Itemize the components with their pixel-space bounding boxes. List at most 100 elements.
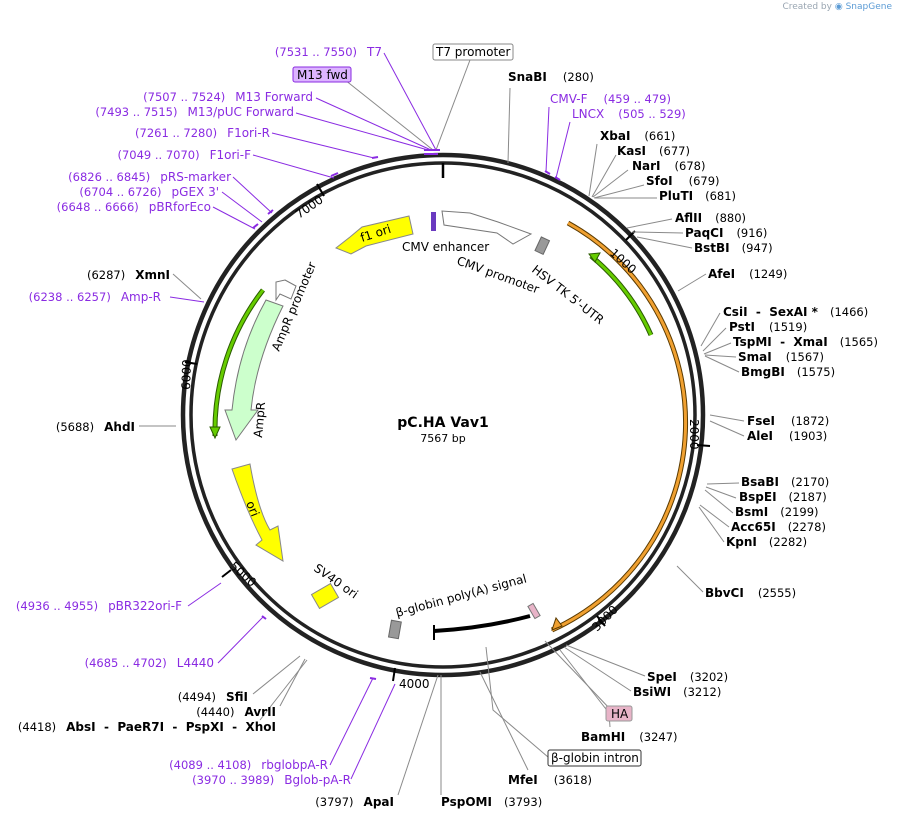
primer-m13-puc-forward[interactable]: (7493 .. 7515)M13/pUC Forward xyxy=(95,105,294,119)
orf-orange-arc[interactable] xyxy=(551,221,688,632)
primer-leader-amp-r xyxy=(169,296,205,303)
ha-box[interactable] xyxy=(605,705,633,722)
leader-afei xyxy=(677,273,707,292)
enzyme-kpni[interactable]: KpnI(2282) xyxy=(726,535,807,549)
primer-lncx[interactable]: LNCX(505 .. 529) xyxy=(572,107,686,121)
primer-f1ori-r[interactable]: (7261 .. 7280)F1ori-R xyxy=(135,126,270,140)
leader-xbai xyxy=(588,143,598,197)
enzyme-apai[interactable]: (3797)ApaI xyxy=(315,795,394,809)
orf-green-arc[interactable] xyxy=(590,254,653,336)
enzyme-aflii[interactable]: AflII(880) xyxy=(675,211,746,225)
t7-promoter-mark[interactable] xyxy=(431,212,436,231)
primer-pgex3[interactable]: (6704 .. 6726)pGEX 3' xyxy=(79,185,219,199)
hsv-tk-box[interactable] xyxy=(534,236,551,256)
plasmid-length: 7567 bp xyxy=(420,432,465,445)
m13-fwd-box[interactable] xyxy=(292,66,352,83)
enzyme-afei[interactable]: AfeI(1249) xyxy=(708,267,787,281)
primer-mark-f1ori-f xyxy=(330,172,339,177)
primer-mark-prs xyxy=(267,209,274,215)
leader-t7promoter xyxy=(435,59,471,151)
enzyme-bsabi[interactable]: BsaBI(2170) xyxy=(741,475,829,489)
enzyme-avrii[interactable]: (4440)AvrII xyxy=(196,705,276,719)
enzyme-bbvci[interactable]: BbvCI(2555) xyxy=(705,586,796,600)
enzyme-mfei[interactable]: MfeI(3618) xyxy=(508,773,592,787)
tick-6000: 6000 xyxy=(179,359,194,390)
ampr-arrow[interactable] xyxy=(224,299,284,442)
grey-feature-box[interactable] xyxy=(387,619,402,640)
primer-l4440[interactable]: (4685 .. 4702)L4440 xyxy=(85,656,214,670)
enzyme-alei[interactable]: AleI(1903) xyxy=(747,429,827,443)
leader-kasi xyxy=(591,154,617,198)
enzyme-csii-sexai[interactable]: CsiI - SexAI *(1466) xyxy=(723,305,868,319)
primer-rbglobpa-r[interactable]: (4089 .. 4108)rbglobpA-R xyxy=(169,758,328,772)
bglobin-intron-box[interactable] xyxy=(547,749,642,767)
ampr-promoter-arrow[interactable] xyxy=(275,279,297,302)
primer-prs-marker[interactable]: (6826 .. 6845)pRS-marker xyxy=(68,170,231,184)
primer-f1ori-f[interactable]: (7049 .. 7070)F1ori-F xyxy=(117,148,251,162)
enzyme-fsei[interactable]: FseI(1872) xyxy=(747,414,829,428)
primer-leader-f1ori-r xyxy=(271,132,375,159)
enzyme-tspmi-xmai[interactable]: TspMI - XmaI(1565) xyxy=(733,335,878,349)
primer-cmv-f[interactable]: CMV-F(459 .. 479) xyxy=(550,92,671,106)
primer-leader-pbr322ori xyxy=(187,582,222,607)
primer-leader-lncx xyxy=(555,121,571,179)
enzyme-xmni[interactable]: (6287)XmnI xyxy=(87,268,170,282)
primer-pbrforeco[interactable]: (6648 .. 6666)pBRforEco xyxy=(57,200,211,214)
enzyme-paqci[interactable]: PaqCI(916) xyxy=(685,226,767,240)
leader-csii xyxy=(700,312,721,347)
primer-m13-forward[interactable]: (7507 .. 7524)M13 Forward xyxy=(143,90,313,104)
ampr-label: AmpR xyxy=(251,401,268,438)
sv40-ori-box[interactable] xyxy=(310,582,340,610)
enzyme-bsiwi[interactable]: BsiWI(3212) xyxy=(633,685,721,699)
primer-leader-pgex3 xyxy=(221,191,263,223)
enzyme-bstbi[interactable]: BstBI(947) xyxy=(694,241,773,255)
enzyme-xbai[interactable]: XbaI(661) xyxy=(600,129,675,143)
ori-arrow[interactable] xyxy=(231,463,284,562)
primer-t7[interactable]: (7531 .. 7550)T7 xyxy=(275,45,382,59)
enzyme-bamhi[interactable]: BamHI(3247) xyxy=(581,730,678,744)
enzyme-nari[interactable]: NarI(678) xyxy=(632,159,705,173)
enzyme-bmgbi[interactable]: BmgBI(1575) xyxy=(741,365,835,379)
leader-bbvci xyxy=(676,565,704,593)
primer-leader-rbglobpa xyxy=(329,677,374,766)
leader-mfei xyxy=(479,671,529,771)
leader-snabi xyxy=(507,87,511,164)
enzyme-bspei[interactable]: BspEI(2187) xyxy=(739,490,827,504)
orf-orange-arrowhead xyxy=(551,616,563,631)
orf-left-arc[interactable] xyxy=(213,289,265,437)
ring-ticks xyxy=(184,163,711,682)
tick-5000: 5000 xyxy=(227,559,259,590)
enzyme-sfoi[interactable]: SfoI(679) xyxy=(646,174,720,188)
enzyme-acc65i[interactable]: Acc65I(2278) xyxy=(731,520,826,534)
enzyme-snabi[interactable]: SnaBI(280) xyxy=(508,70,594,84)
cmv-promoter-arrow[interactable] xyxy=(441,210,533,245)
primer-mark-pbr xyxy=(252,223,259,229)
bglobin-polya-bar[interactable] xyxy=(433,614,531,633)
enzyme-sfii[interactable]: (4494)SfiI xyxy=(178,690,248,704)
enzyme-bsmi[interactable]: BsmI(2199) xyxy=(735,505,819,519)
primer-leaders xyxy=(169,52,571,780)
enzyme-leaders xyxy=(139,59,745,796)
enzyme-kasi[interactable]: KasI(677) xyxy=(617,144,690,158)
tick-mark-4000 xyxy=(392,667,396,682)
f1-ori-arrow[interactable] xyxy=(335,215,414,255)
t7-promoter-box[interactable] xyxy=(432,43,514,61)
tick-mark-7000 xyxy=(316,183,325,197)
enzyme-ahdi[interactable]: (5688)AhdI xyxy=(56,420,135,434)
enzyme-pluti[interactable]: PluTI(681) xyxy=(659,189,736,203)
enzyme-smai[interactable]: SmaI(1567) xyxy=(738,350,824,364)
enzyme-spei[interactable]: SpeI(3202) xyxy=(647,670,728,684)
primer-bglob-pa-r[interactable]: (3970 .. 3989)Bglob-pA-R xyxy=(192,773,351,787)
enzyme-psti[interactable]: PstI(1519) xyxy=(729,320,807,334)
primer-pbr322ori-f[interactable]: (4936 .. 4955)pBR322ori-F xyxy=(16,599,182,613)
primer-amp-r[interactable]: (6238 .. 6257)Amp-R xyxy=(29,290,161,304)
leader-bsiwi xyxy=(563,646,632,692)
t7-promoter-label: T7 promoter xyxy=(435,45,511,59)
enzyme-pspomi[interactable]: PspOMI(3793) xyxy=(441,795,542,809)
leader-psti xyxy=(702,327,727,352)
enzyme-absi-xhoi[interactable]: (4418)AbsI - PaeR7I - PspXI - XhoI xyxy=(18,720,276,734)
leader-ha xyxy=(544,640,612,711)
ha-marker[interactable] xyxy=(527,602,541,620)
credit-prefix: Created by xyxy=(782,2,832,12)
